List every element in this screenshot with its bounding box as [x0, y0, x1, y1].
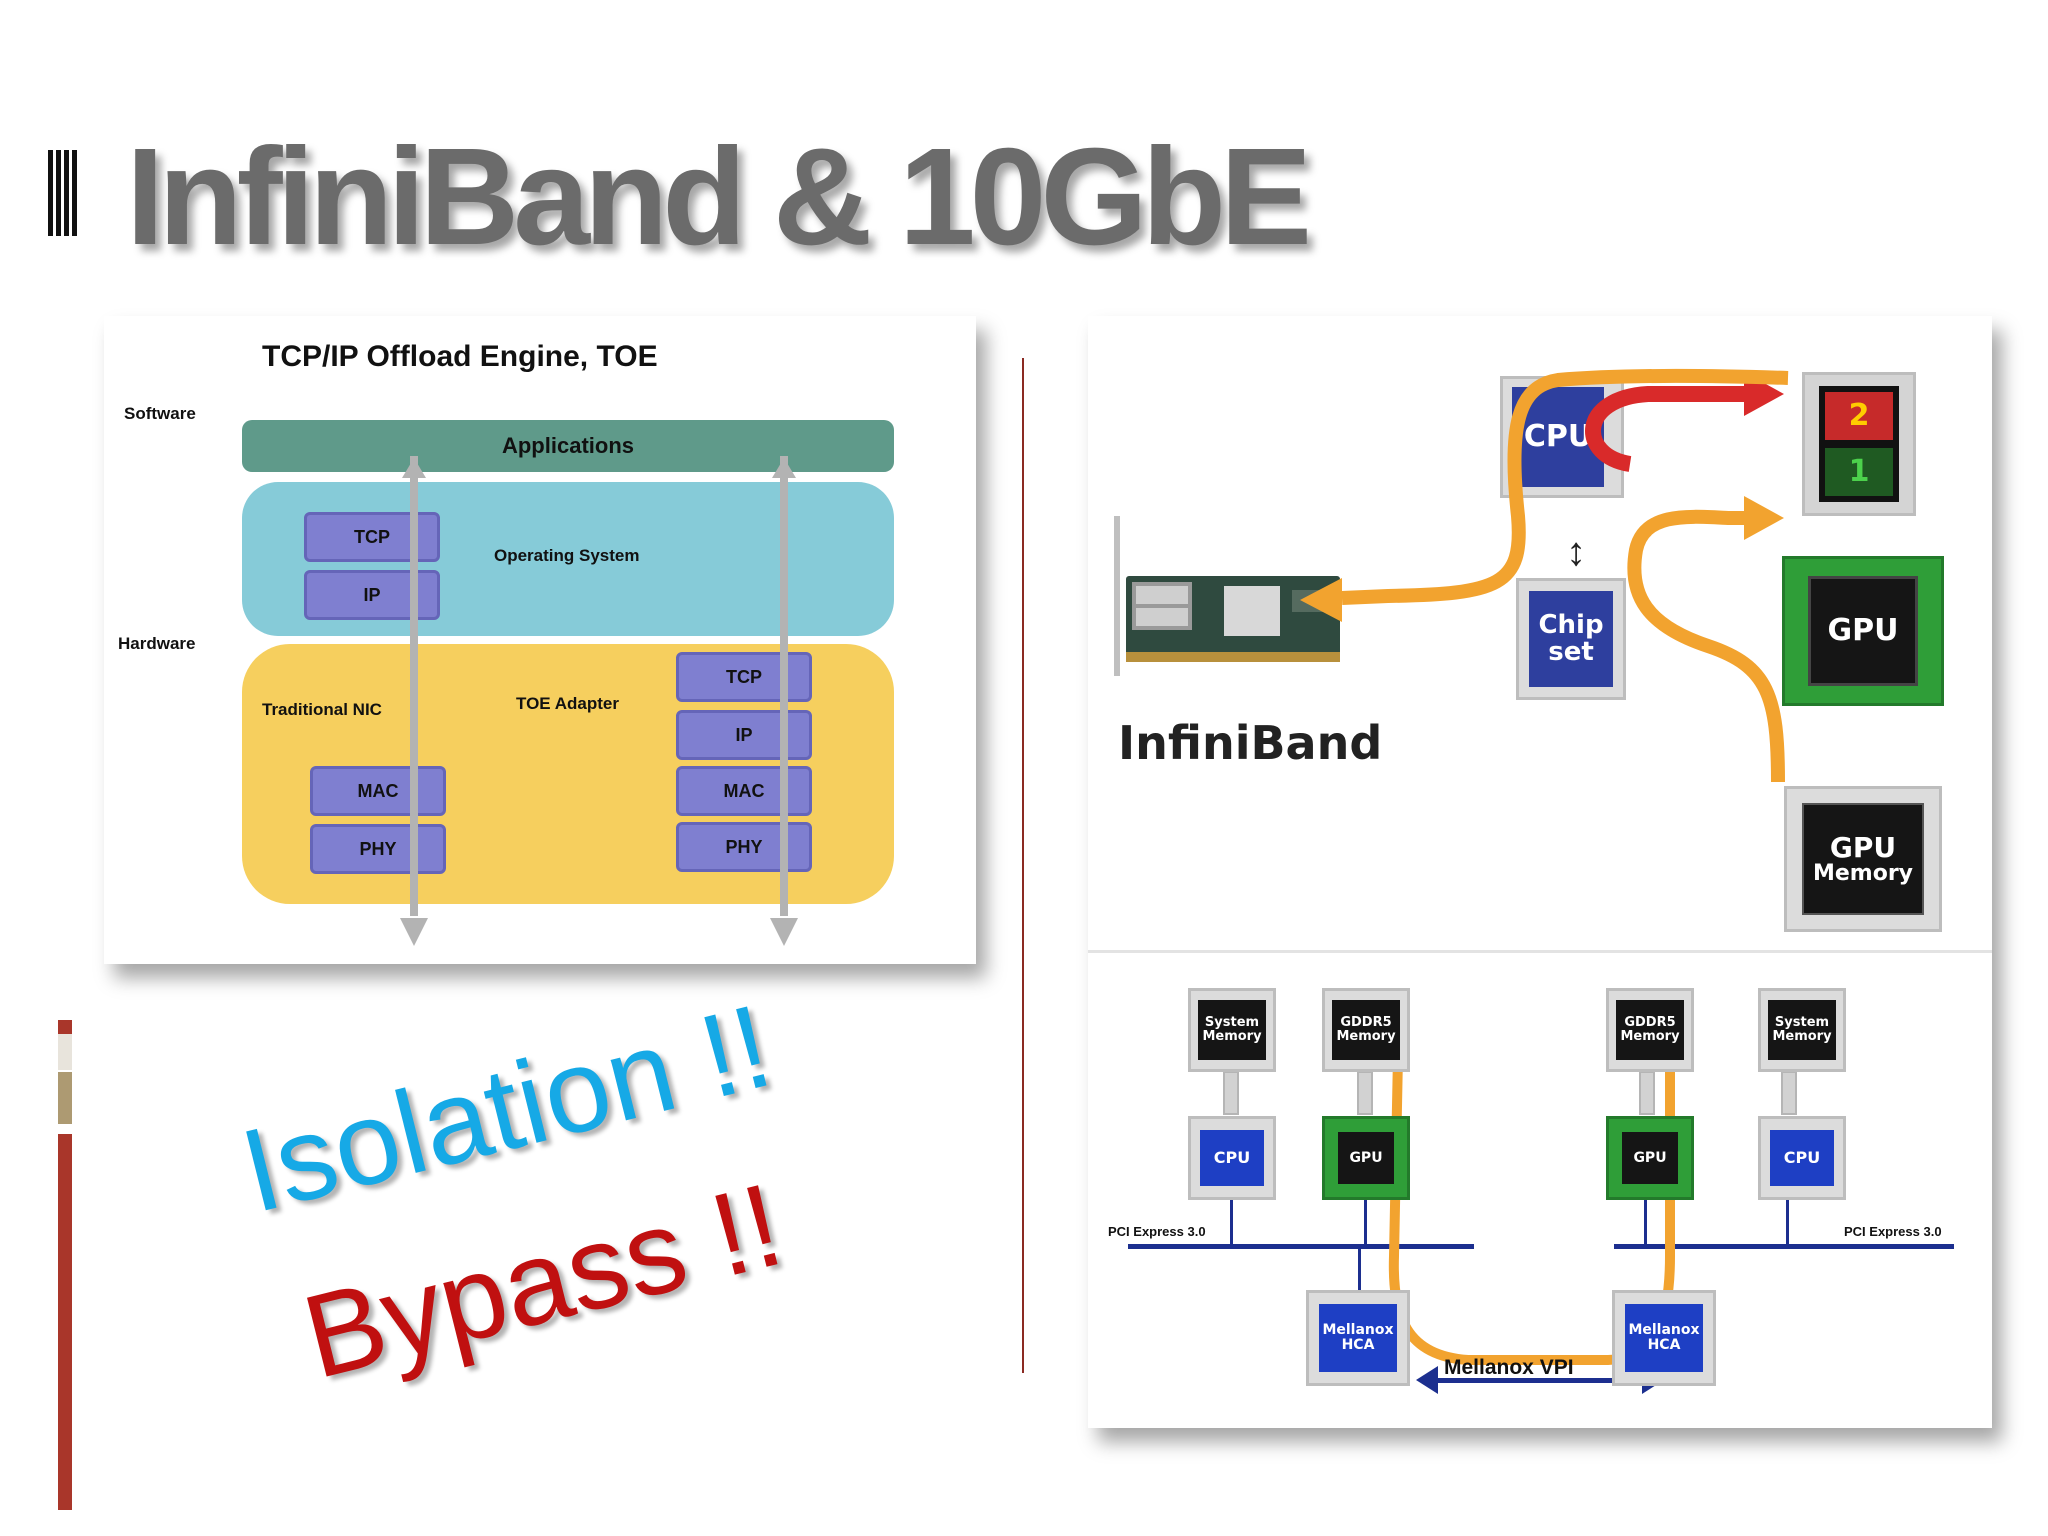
- toe-adapter-label: TOE Adapter: [516, 694, 619, 713]
- toe-phy-block: PHY: [676, 822, 812, 872]
- right-hca-line2: HCA: [1647, 1337, 1681, 1353]
- toe-mac-block: MAC: [676, 766, 812, 816]
- toe-diagram-panel: TCP/IP Offload Engine, TOE Software Hard…: [104, 316, 976, 964]
- nic-mac-block: MAC: [310, 766, 446, 816]
- slide-title: InfiniBand & 10GbE: [126, 120, 1312, 274]
- right-gddr5-memory-block: GDDR5 Memory: [1606, 988, 1694, 1072]
- left-gddr5-memory-label: GDDR5 Memory: [1332, 1000, 1400, 1060]
- memory-slot-2: 2: [1825, 392, 1893, 440]
- chipset-label: Chip set: [1529, 591, 1613, 687]
- right-system-memory-line2: Memory: [1772, 1029, 1832, 1044]
- left-cpu-block: CPU: [1188, 1116, 1276, 1200]
- infiniband-label: InfiniBand: [1118, 716, 1383, 770]
- left-cpu-label: CPU: [1200, 1130, 1264, 1186]
- applications-label: Applications: [501, 433, 634, 458]
- right-gddr5-memory-line2: Memory: [1620, 1029, 1680, 1044]
- gpu-memory-block: GPU Memory: [1784, 786, 1942, 932]
- infiniband-panel: InfiniBand CPU ↕ Chip set 2 1 GPU GPU Me…: [1088, 316, 1992, 1428]
- right-system-memory-block: System Memory: [1758, 988, 1846, 1072]
- right-gddr5-memory-line1: GDDR5: [1624, 1015, 1676, 1031]
- panel-separator: [1088, 950, 1992, 953]
- toe-tcp-block: TCP: [676, 652, 812, 702]
- left-hca-block: Mellanox HCA: [1306, 1290, 1410, 1386]
- right-pci-label: PCI Express 3.0: [1844, 1224, 1942, 1239]
- infiniband-flow-arrows: [1300, 369, 1789, 783]
- right-gpu-block: GPU: [1606, 1116, 1694, 1200]
- nic-phy-block: PHY: [310, 824, 446, 874]
- right-cpu-block: CPU: [1758, 1116, 1846, 1200]
- right-hca-label: Mellanox HCA: [1625, 1304, 1703, 1372]
- title-bullet-bars: [48, 150, 80, 241]
- left-hca-line1: Mellanox: [1322, 1322, 1394, 1339]
- memory-slot-1: 1: [1825, 448, 1893, 496]
- mellanox-vpi-label: Mellanox VPI: [1444, 1356, 1574, 1379]
- toe-ip-block: IP: [676, 710, 812, 760]
- left-system-memory-label: System Memory: [1198, 1000, 1266, 1060]
- left-pci-label: PCI Express 3.0: [1108, 1224, 1206, 1239]
- hardware-label: Hardware: [118, 634, 196, 653]
- left-system-memory-block: System Memory: [1188, 988, 1276, 1072]
- right-hca-block: Mellanox HCA: [1612, 1290, 1716, 1386]
- column-divider: [1022, 358, 1024, 1373]
- gpu-label: GPU: [1808, 576, 1918, 686]
- left-hca-line2: HCA: [1341, 1337, 1375, 1353]
- memory-slots: 2 1: [1819, 386, 1899, 502]
- cpu-chipset-link-icon: ↕: [1566, 530, 1586, 574]
- gpu-memory-label-line1: GPU: [1829, 830, 1897, 864]
- software-label: Software: [124, 404, 196, 423]
- right-gpu-label: GPU: [1622, 1132, 1678, 1184]
- left-accent-bar: [58, 1020, 72, 1510]
- gpu-block: GPU: [1782, 556, 1944, 706]
- left-gpu-block: GPU: [1322, 1116, 1410, 1200]
- gpu-memory-label-line2: Memory: [1812, 861, 1914, 887]
- right-cpu-label: CPU: [1770, 1130, 1834, 1186]
- left-gddr5-memory-line2: Memory: [1336, 1029, 1396, 1044]
- operating-system-label: Operating System: [494, 546, 640, 565]
- left-gddr5-memory-line1: GDDR5: [1340, 1015, 1392, 1031]
- traditional-nic-label: Traditional NIC: [262, 700, 382, 719]
- toe-diagram-title: TCP/IP Offload Engine, TOE: [262, 340, 658, 373]
- right-hca-line1: Mellanox: [1628, 1322, 1700, 1339]
- left-system-memory-line1: System: [1204, 1015, 1260, 1031]
- left-system-memory-line2: Memory: [1202, 1029, 1262, 1044]
- right-gddr5-memory-label: GDDR5 Memory: [1616, 1000, 1684, 1060]
- chipset-block: Chip set: [1516, 578, 1626, 700]
- chipset-label-line1: Chip: [1538, 609, 1604, 640]
- left-gpu-label: GPU: [1338, 1132, 1394, 1184]
- gpu-memory-label: GPU Memory: [1802, 803, 1924, 915]
- right-system-memory-label: System Memory: [1768, 1000, 1836, 1060]
- right-system-memory-line1: System: [1774, 1015, 1830, 1031]
- chipset-label-line2: set: [1548, 637, 1594, 667]
- toe-data-path-arrows: [400, 456, 798, 946]
- left-gddr5-memory-block: GDDR5 Memory: [1322, 988, 1410, 1072]
- system-memory-block: 2 1: [1802, 372, 1916, 516]
- left-hca-label: Mellanox HCA: [1319, 1304, 1397, 1372]
